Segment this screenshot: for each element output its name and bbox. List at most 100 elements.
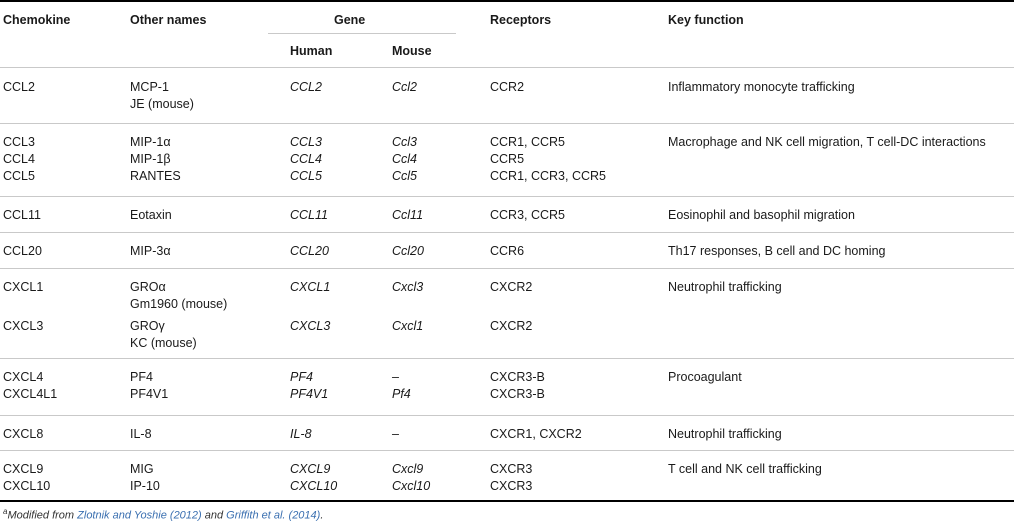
footnote-marker: a <box>3 507 8 516</box>
footnote-middle: and <box>201 509 227 522</box>
cell-gene-human: CXCL1 <box>290 280 331 294</box>
header-chemokine: Chemokine <box>3 13 71 27</box>
cell-gene-mouse: Ccl4 <box>392 152 418 166</box>
row-separator <box>0 358 1014 359</box>
cell-other-name: Gm1960 (mouse) <box>130 297 228 311</box>
cell-chemokine: CXCL9 <box>3 462 44 476</box>
cell-receptors: CXCR3 <box>490 479 533 493</box>
cell-other-name: MIP-1β <box>130 152 171 166</box>
cell-receptors: CXCR3 <box>490 462 533 476</box>
cell-gene-mouse: Ccl20 <box>392 244 424 258</box>
cell-key-function: Inflammatory monocyte trafficking <box>668 80 855 94</box>
cell-gene-mouse: Cxcl1 <box>392 319 424 333</box>
header-key-function: Key function <box>668 13 744 27</box>
cell-other-name: KC (mouse) <box>130 336 197 350</box>
cell-receptors: CCR3, CCR5 <box>490 208 566 222</box>
cell-gene-human: CCL4 <box>290 152 322 166</box>
cell-chemokine: CCL11 <box>3 208 41 222</box>
cell-other-name: MIP-1α <box>130 135 171 149</box>
cell-other-name: MIP-3α <box>130 244 171 258</box>
cell-gene-human: CCL3 <box>290 135 322 149</box>
cell-chemokine: CXCL8 <box>3 427 44 441</box>
footnote-suffix: . <box>320 509 324 522</box>
table-bottom-rule <box>0 500 1014 502</box>
cell-key-function: Neutrophil trafficking <box>668 280 782 294</box>
cell-other-name: PF4 <box>130 370 153 384</box>
cell-gene-human: CXCL10 <box>290 479 338 493</box>
cell-receptors: CCR1, CCR5 <box>490 135 566 149</box>
cell-other-name: RANTES <box>130 169 181 183</box>
cell-chemokine: CCL3 <box>3 135 35 149</box>
cell-chemokine: CCL5 <box>3 169 35 183</box>
cell-chemokine: CCL4 <box>3 152 35 166</box>
cell-receptors: CCR5 <box>490 152 525 166</box>
cell-key-function: Macrophage and NK cell migration, T cell… <box>668 135 986 149</box>
cell-other-name: GROγ <box>130 319 165 333</box>
footnote: aModified from Zlotnik and Yoshie (2012)… <box>3 507 323 522</box>
cell-gene-mouse: Pf4 <box>392 387 411 401</box>
gene-span-rule <box>268 33 456 34</box>
cell-chemokine: CXCL4L1 <box>3 387 58 401</box>
cell-receptors: CCR6 <box>490 244 525 258</box>
cell-chemokine: CXCL1 <box>3 280 44 294</box>
cell-receptors: CXCR3-B <box>490 387 545 401</box>
row-separator <box>0 450 1014 451</box>
row-separator <box>0 123 1014 124</box>
cell-gene-mouse: – <box>392 370 399 384</box>
cell-gene-human: PF4 <box>290 370 313 384</box>
cell-chemokine: CCL2 <box>3 80 35 94</box>
cell-receptors: CXCR2 <box>490 280 533 294</box>
cell-gene-human: CXCL3 <box>290 319 331 333</box>
footnote-ref-2[interactable]: Griffith et al. (2014) <box>226 509 321 522</box>
cell-chemokine: CXCL10 <box>3 479 51 493</box>
cell-gene-human: PF4V1 <box>290 387 329 401</box>
cell-key-function: T cell and NK cell trafficking <box>668 462 822 476</box>
cell-gene-human: CCL20 <box>290 244 329 258</box>
cell-key-function: Th17 responses, B cell and DC homing <box>668 244 886 258</box>
cell-gene-mouse: Cxcl9 <box>392 462 424 476</box>
cell-gene-mouse: Ccl11 <box>392 208 424 222</box>
cell-key-function: Neutrophil trafficking <box>668 427 782 441</box>
cell-gene-mouse: Cxcl10 <box>392 479 431 493</box>
cell-gene-human: IL-8 <box>290 427 312 441</box>
cell-gene-human: CCL5 <box>290 169 322 183</box>
row-separator <box>0 415 1014 416</box>
cell-gene-mouse: Ccl3 <box>392 135 418 149</box>
cell-gene-human: CCL11 <box>290 208 328 222</box>
footnote-prefix: Modified from <box>7 509 78 522</box>
header-gene: Gene <box>334 13 366 27</box>
table-top-rule <box>0 0 1014 2</box>
cell-key-function: Procoagulant <box>668 370 742 384</box>
cell-other-name: GROα <box>130 280 166 294</box>
cell-receptors: CCR2 <box>490 80 525 94</box>
cell-other-name: PF4V1 <box>130 387 169 401</box>
cell-gene-human: CXCL9 <box>290 462 331 476</box>
header-other-names: Other names <box>130 13 207 27</box>
cell-receptors: CXCR3-B <box>490 370 545 384</box>
row-separator <box>0 196 1014 197</box>
cell-other-name: Eotaxin <box>130 208 172 222</box>
header-bottom-rule <box>0 67 1014 68</box>
cell-key-function: Eosinophil and basophil migration <box>668 208 855 222</box>
cell-other-name: JE (mouse) <box>130 97 194 111</box>
cell-other-name: MCP-1 <box>130 80 169 94</box>
header-receptors: Receptors <box>490 13 552 27</box>
cell-other-name: IP-10 <box>130 479 160 493</box>
cell-gene-mouse: Ccl5 <box>392 169 418 183</box>
cell-other-name: MIG <box>130 462 154 476</box>
cell-receptors: CXCR2 <box>490 319 533 333</box>
cell-gene-mouse: – <box>392 427 399 441</box>
header-human: Human <box>290 44 333 58</box>
cell-chemokine: CCL20 <box>3 244 42 258</box>
cell-gene-human: CCL2 <box>290 80 322 94</box>
footnote-ref-1[interactable]: Zlotnik and Yoshie (2012) <box>77 509 202 522</box>
cell-gene-mouse: Ccl2 <box>392 80 418 94</box>
header-mouse: Mouse <box>392 44 432 58</box>
row-separator <box>0 268 1014 269</box>
cell-gene-mouse: Cxcl3 <box>392 280 424 294</box>
cell-chemokine: CXCL4 <box>3 370 44 384</box>
cell-other-name: IL-8 <box>130 427 152 441</box>
cell-chemokine: CXCL3 <box>3 319 44 333</box>
row-separator <box>0 232 1014 233</box>
